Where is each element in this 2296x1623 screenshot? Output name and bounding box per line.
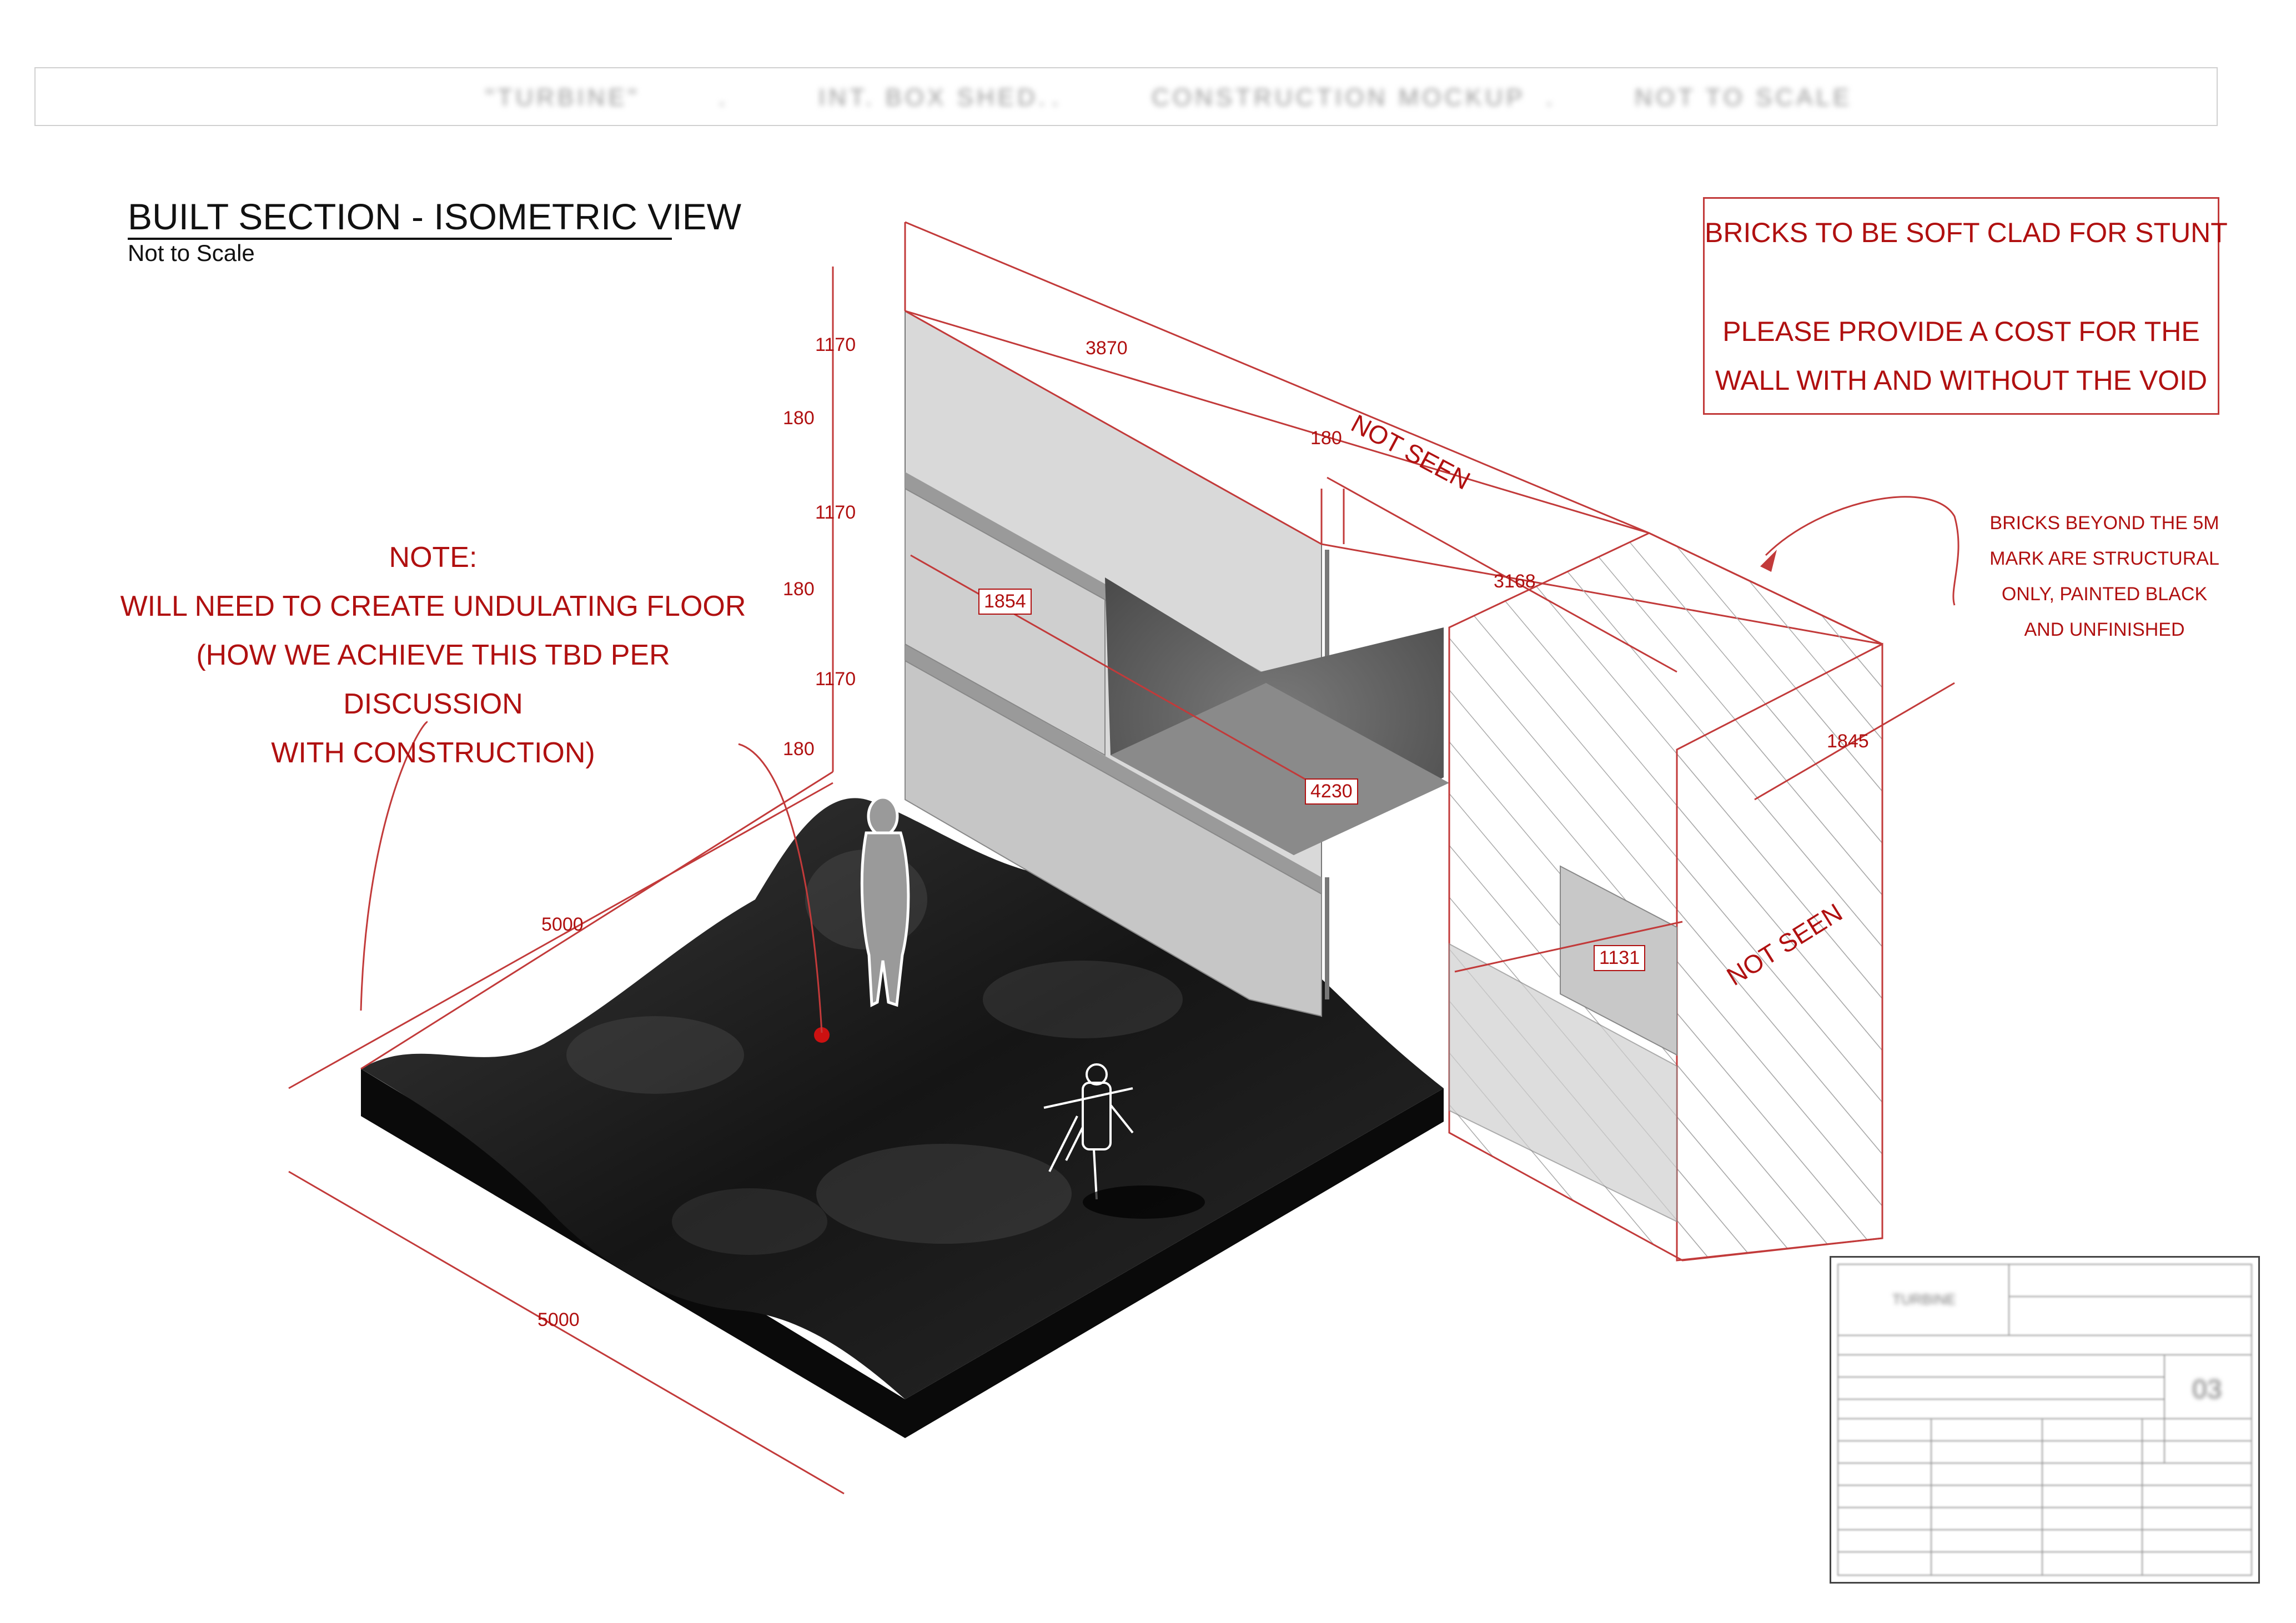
title-block-drawing-no: 03 <box>2192 1375 2222 1404</box>
dim-void-length: 4230 <box>1305 778 1358 805</box>
floor-marker-dot <box>814 1027 830 1043</box>
header-separator: . <box>1052 84 1062 111</box>
dim-right-length: 3168 <box>1494 571 1536 592</box>
header-separator: . <box>1546 84 1556 111</box>
dim-v1: 1170 <box>815 334 856 355</box>
title-block: TURBINE 03 <box>1830 1256 2260 1584</box>
dim-floor-b: 5000 <box>537 1309 580 1330</box>
structural-side-note: BRICKS BEYOND THE 5M MARK ARE STRUCTURAL… <box>1966 505 2243 647</box>
cost-callout-box: BRICKS TO BE SOFT CLAD FOR STUNT PLEASE … <box>1703 197 2228 415</box>
header-separator: . <box>719 84 729 111</box>
side-note-line: ONLY, PAINTED BLACK <box>2001 584 2208 605</box>
drawing-subtitle: Not to Scale <box>128 240 255 266</box>
note-heading: NOTE: <box>389 541 478 574</box>
header-drawing-type: CONSTRUCTION MOCKUP <box>1152 84 1526 111</box>
dim-top-length: 3870 <box>1086 338 1128 359</box>
header-location: INT. BOX SHED. <box>818 84 1049 111</box>
dimension-lines <box>288 221 1960 1495</box>
dim-v5: 1170 <box>815 669 856 690</box>
side-note-line: AND UNFINISHED <box>2024 619 2185 640</box>
callout-line: BRICKS TO BE SOFT CLAD FOR STUNT <box>1705 217 2228 248</box>
dim-floor-a: 5000 <box>541 914 584 935</box>
dim-void-depth: 1854 <box>978 589 1032 615</box>
title-block-project: TURBINE <box>1892 1291 1956 1308</box>
dim-v2: 180 <box>783 408 815 429</box>
note-line: WITH CONSTRUCTION) <box>271 737 595 769</box>
callout-line: PLEASE PROVIDE A COST FOR THE <box>1722 316 2200 347</box>
dim-v6: 180 <box>783 738 815 760</box>
note-line: (HOW WE ACHIEVE THIS TBD PER DISCUSSION <box>196 639 670 720</box>
drawing-title: BUILT SECTION - ISOMETRIC VIEW <box>128 196 741 237</box>
floor-note: NOTE: WILL NEED TO CREATE UNDULATING FLO… <box>111 533 755 777</box>
dim-depth: 1845 <box>1827 731 1869 752</box>
dim-v3: 1170 <box>815 502 856 523</box>
camera-rig-icon <box>1043 1063 1134 1200</box>
rig-shadow <box>1083 1185 1205 1219</box>
dim-v4: 180 <box>783 579 815 600</box>
header-scale: NOT TO SCALE <box>1635 84 1853 111</box>
header-project: "TURBINE" <box>485 84 640 111</box>
side-note-line: MARK ARE STRUCTURAL <box>1989 548 2219 569</box>
side-note-line: BRICKS BEYOND THE 5M <box>1989 512 2219 534</box>
dim-void-side: 1131 <box>1594 945 1646 971</box>
dim-gap: 180 <box>1310 428 1342 449</box>
header-bar: "TURBINE" . INT. BOX SHED. . CONSTRUCTIO… <box>34 67 2218 126</box>
title-underline <box>128 238 672 240</box>
note-line: WILL NEED TO CREATE UNDULATING FLOOR <box>120 590 746 622</box>
title-block-grid <box>1837 1264 2252 1576</box>
human-figure-icon <box>860 796 910 1007</box>
callout-line: WALL WITH AND WITHOUT THE VOID <box>1715 365 2208 396</box>
